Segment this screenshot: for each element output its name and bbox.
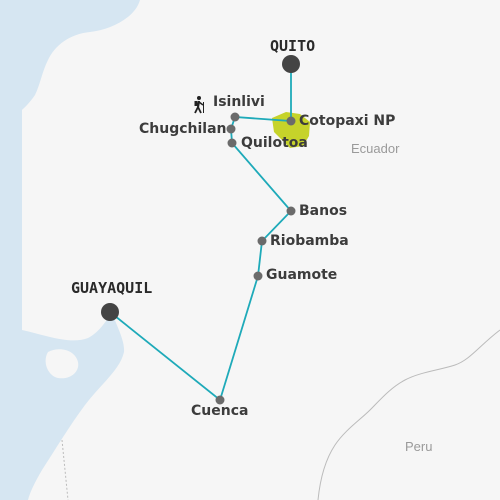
ocean-west [0,0,22,500]
route-line [109,64,293,402]
stop-dot-cotopaxi[interactable] [286,116,296,126]
stop-label-isinlivi: Isinlivi [213,94,265,110]
stop-label-cotopaxi: Cotopaxi NP [299,113,396,129]
hiker-icon [194,96,204,114]
capital-dot-guayaquil[interactable] [101,303,119,321]
country-label-ecuador: Ecuador [351,141,400,156]
border-ecuador-peru [317,329,500,500]
capital-label-guayaquil: GUAYAQUIL [71,279,153,297]
stop-dot-banos[interactable] [286,206,296,216]
stop-label-cuenca: Cuenca [191,403,249,419]
ocean-north [0,0,140,125]
stop-dot-riobamba[interactable] [257,236,267,246]
stop-dot-guamote[interactable] [253,271,263,281]
stop-label-riobamba: Riobamba [270,233,349,249]
stop-label-guamote: Guamote [266,267,338,283]
stop-label-chugchilan: Chugchilan [139,121,227,137]
stop-dot-isinlivi[interactable] [230,112,240,122]
stop-label-banos: Banos [299,203,348,219]
stop-dot-cuenca[interactable] [215,395,225,405]
capital-label-quito: QUITO [270,37,316,55]
country-label-peru: Peru [405,439,433,454]
stop-dot-chugchilan[interactable] [226,124,236,134]
border-west [61,439,69,500]
capital-dot-quito[interactable] [282,55,300,73]
stop-dot-quilotoa[interactable] [227,138,237,148]
island-puna [45,349,79,379]
gulf-of-guayaquil [22,312,125,500]
stop-label-quilotoa: Quilotoa [241,135,308,151]
